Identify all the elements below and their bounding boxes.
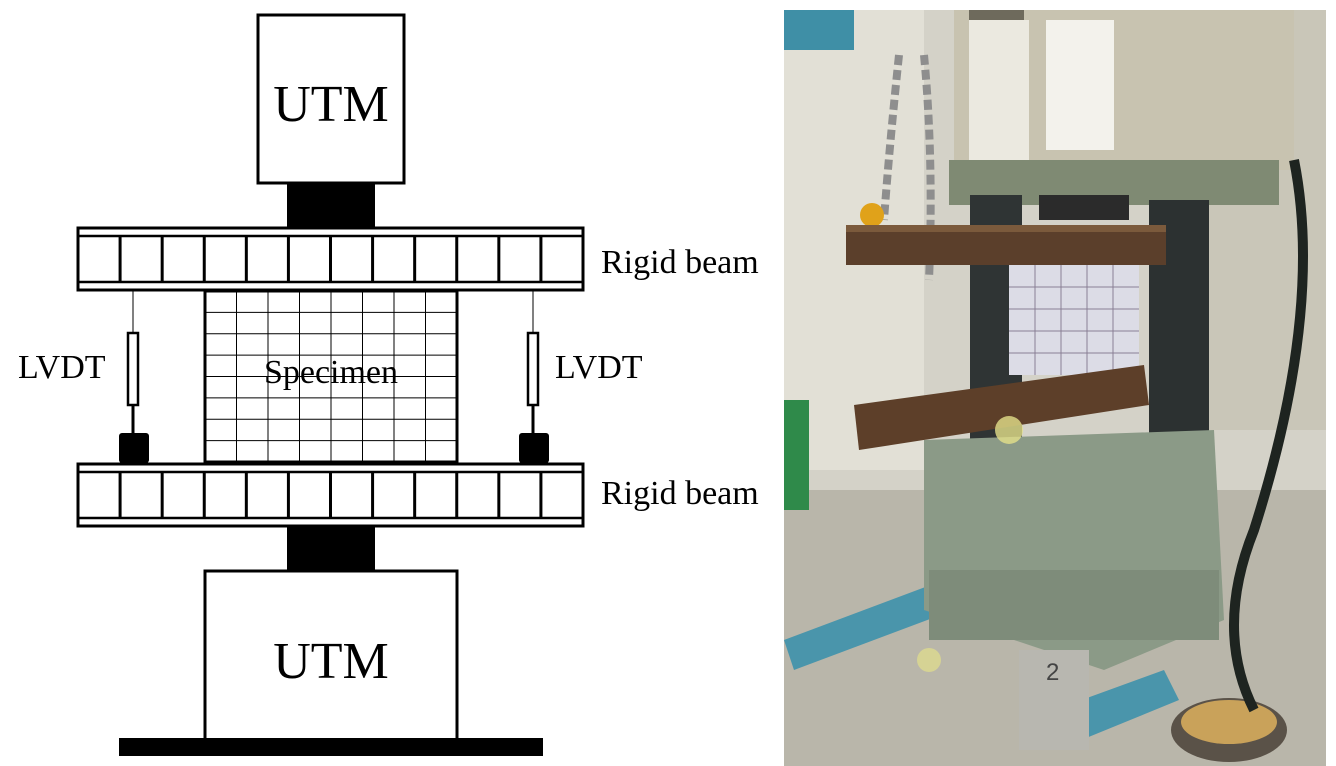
top-loading-block [287, 183, 375, 228]
sample-number: 2 [1046, 659, 1059, 686]
utm-top-label: UTM [273, 76, 389, 133]
utm-bottom-label: UTM [273, 633, 389, 690]
test-setup-photo: 2 [784, 10, 1326, 766]
lvdt-left [119, 291, 149, 463]
rigid-beam-top-label: Rigid beam [601, 244, 759, 281]
base-plate [119, 738, 543, 756]
lvdt-right [519, 291, 549, 463]
rigid-beam-top [78, 228, 583, 290]
lvdt-right-label: LVDT [555, 349, 643, 386]
lvdt-left-label: LVDT [18, 349, 106, 386]
rigid-beam-bottom [78, 464, 583, 526]
specimen-label: Specimen [264, 354, 398, 391]
bottom-loading-block [287, 526, 375, 571]
rigid-beam-bottom-label: Rigid beam [601, 475, 759, 512]
test-setup-schematic: UTM Rigid beam Specimen LVDT LVDT Rigid … [0, 0, 784, 766]
